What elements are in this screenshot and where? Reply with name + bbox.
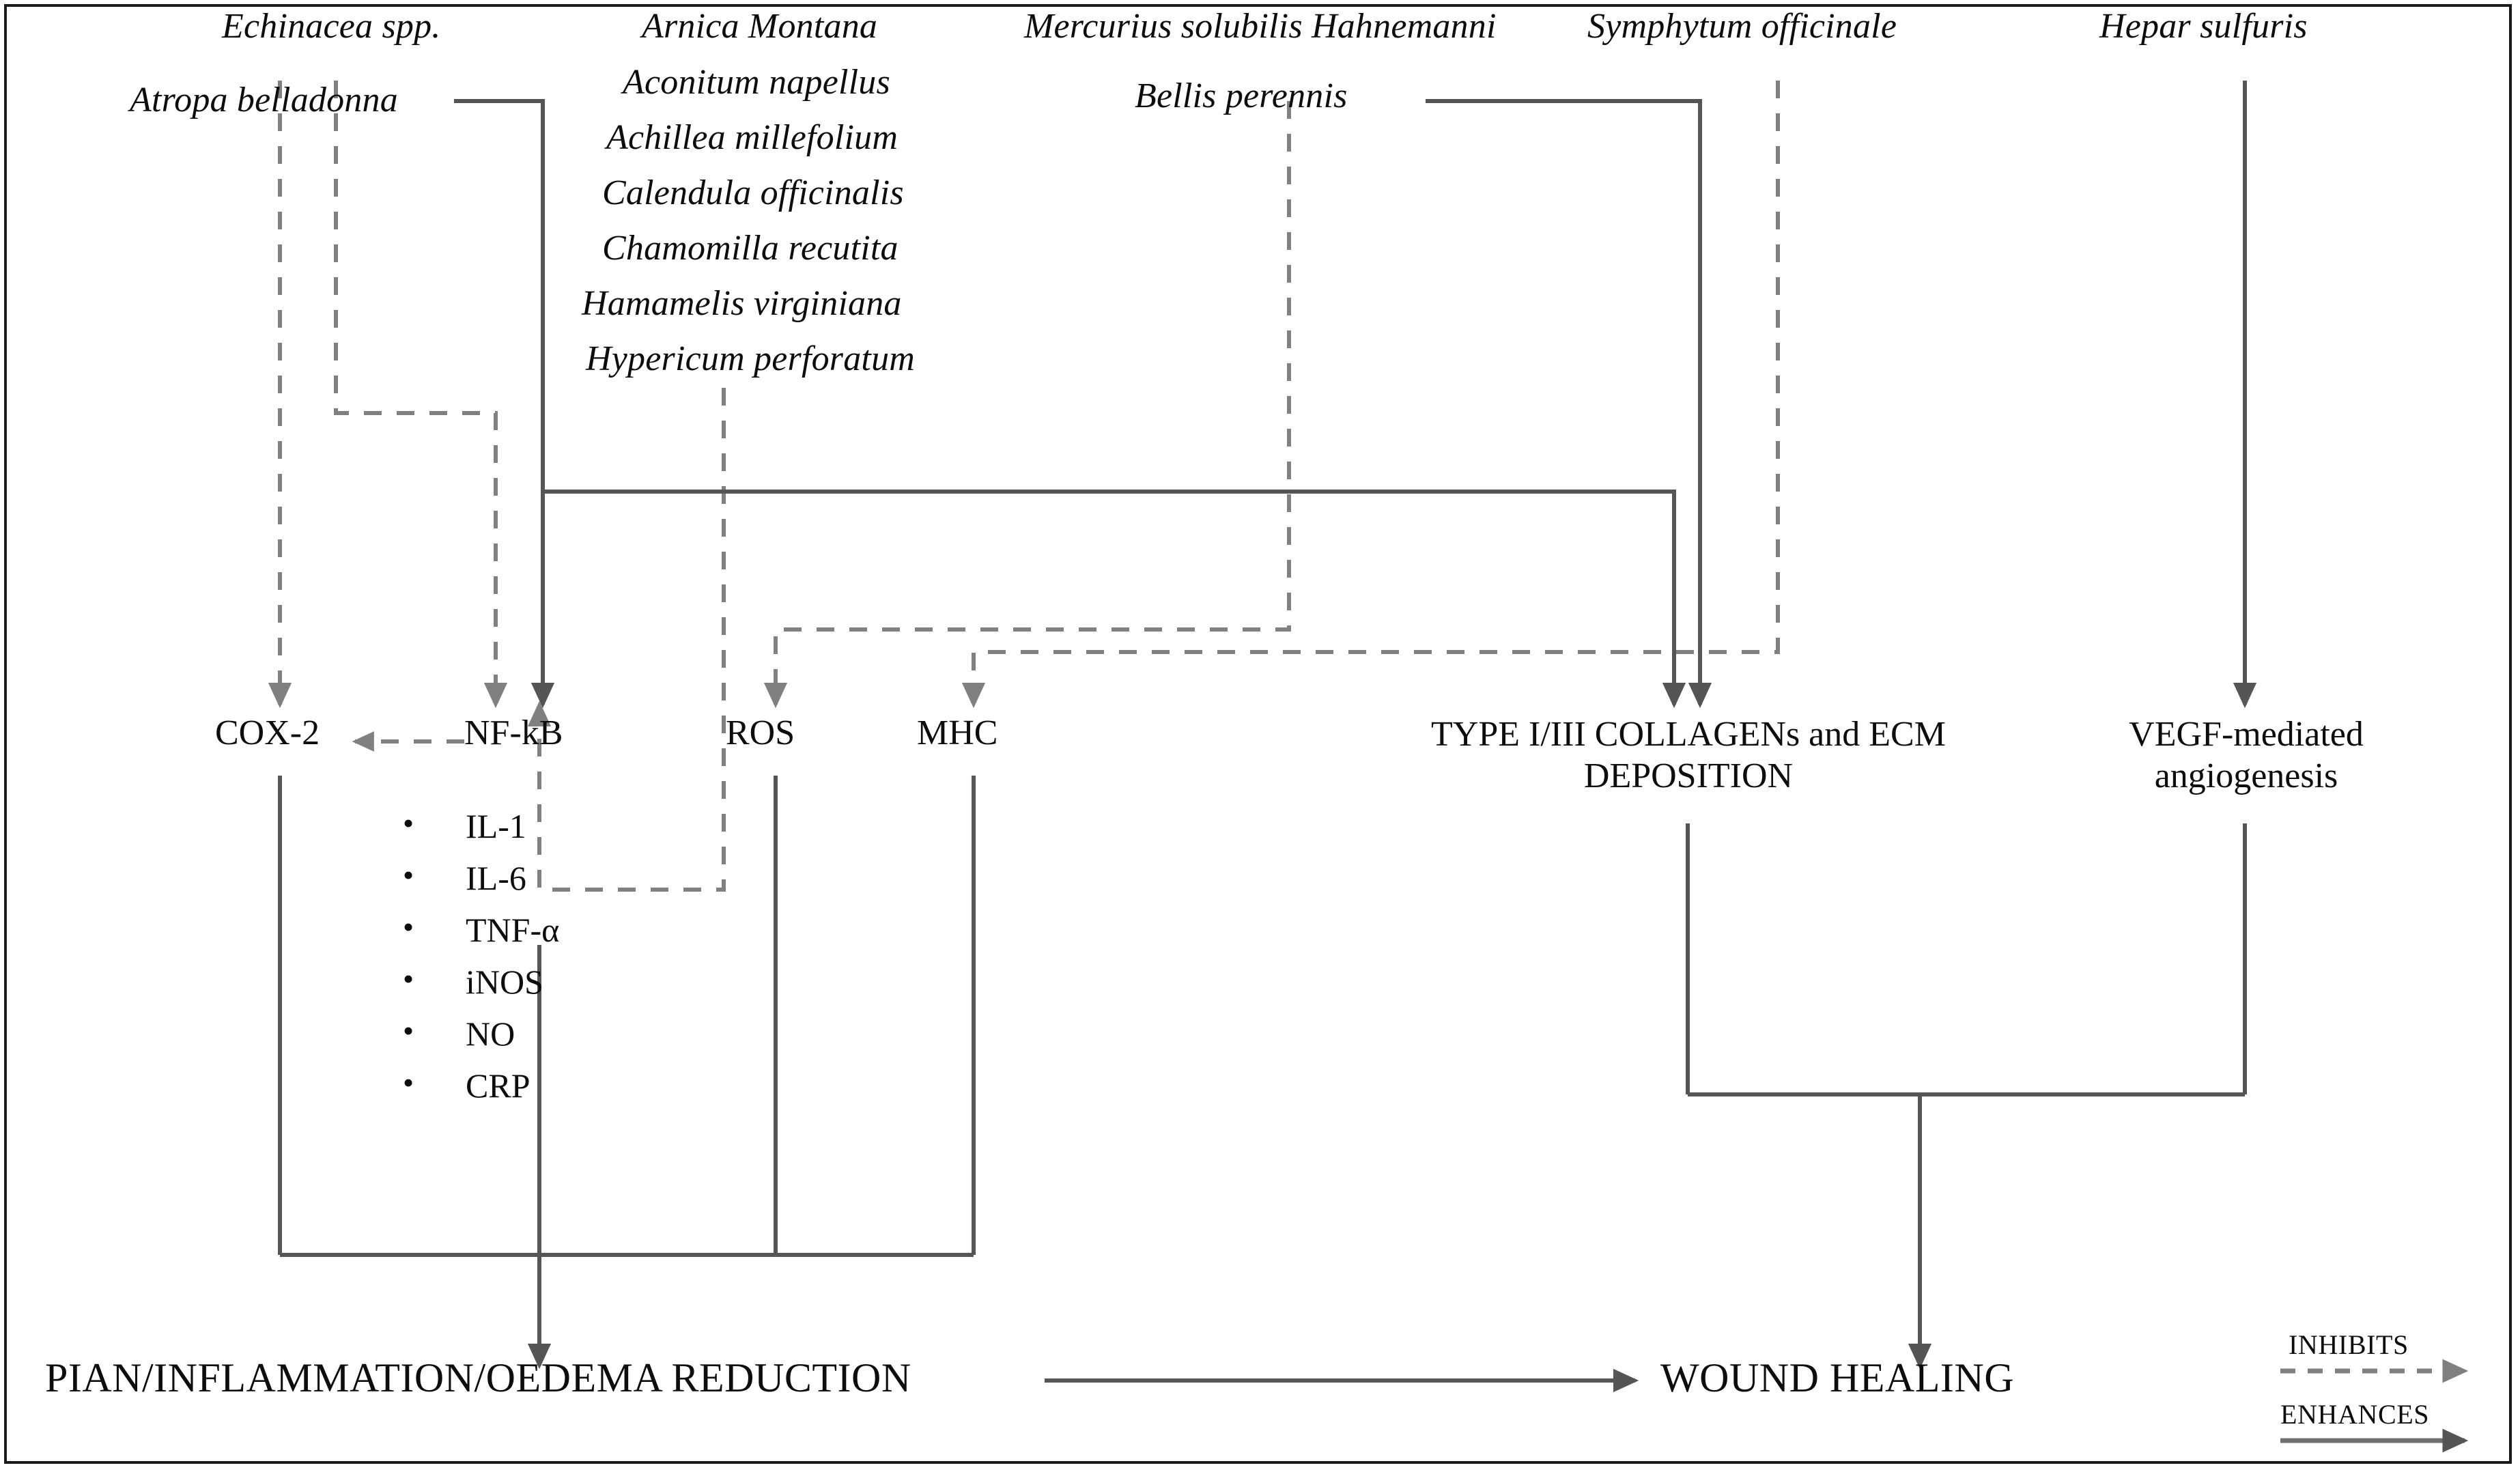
remedy-mercurius-solubilis: Mercurius solubilis Hahnemanni	[1024, 7, 1497, 46]
node-collagen-line2: DEPOSITION	[1583, 756, 1794, 796]
mediator-label: NO	[466, 1015, 515, 1053]
remedy-bellis-perennis: Bellis perennis	[1135, 76, 1348, 115]
outcome-pain-reduction: PIAN/INFLAMMATION/OEDEMA REDUCTION	[45, 1355, 911, 1400]
list-item-inos: • iNOS	[403, 961, 559, 1001]
remedy-hamamelis-virginiana: Hamamelis virginiana	[582, 284, 902, 323]
node-collagen-line1: TYPE I/III COLLAGENs and ECM	[1431, 715, 1946, 754]
bullet-icon: •	[403, 1013, 414, 1048]
mediator-label: CRP	[466, 1066, 530, 1105]
list-item-il6: • IL-6	[403, 858, 559, 897]
legend-label-enhances: ENHANCES	[2280, 1399, 2430, 1430]
bullet-icon: •	[403, 1065, 414, 1100]
mediator-label: iNOS	[466, 963, 543, 1001]
remedy-atropa-belladonna: Atropa belladonna	[130, 81, 398, 119]
mediator-label: IL-1	[466, 807, 526, 845]
remedy-aconitum-napellus: Aconitum napellus	[623, 63, 890, 102]
node-collagen-ecm: TYPE I/III COLLAGENs and ECM DEPOSITION	[1378, 713, 1999, 797]
remedy-hepar-sulfuris: Hepar sulfuris	[2099, 7, 2308, 46]
remedy-arnica-montana: Arnica Montana	[642, 7, 878, 46]
node-vegf-line2: angiogenesis	[2154, 756, 2338, 796]
diagram-border	[4, 4, 2512, 1464]
bullet-icon: •	[403, 961, 414, 996]
mediator-label: IL-6	[466, 859, 526, 897]
node-vegf-angiogenesis: VEGF-mediated angiogenesis	[2028, 713, 2465, 797]
legend-label-inhibits: INHIBITS	[2289, 1329, 2409, 1360]
mediator-label: TNF-α	[466, 911, 560, 949]
node-cox2: COX-2	[215, 713, 320, 752]
mediator-list: • IL-1 • IL-6 • TNF-α • iNOS • NO • CRP	[403, 806, 560, 1120]
remedy-symphytum-officinale: Symphytum officinale	[1587, 7, 1897, 46]
remedy-echinacea: Echinacea spp.	[222, 7, 441, 46]
remedy-chamomilla-recutita: Chamomilla recutita	[602, 229, 898, 268]
node-mhc: MHC	[917, 713, 998, 752]
node-nfkb: NF-kB	[464, 713, 563, 752]
list-item-il1: • IL-1	[403, 806, 559, 845]
node-ros: ROS	[726, 713, 795, 752]
bullet-icon: •	[403, 858, 414, 892]
bullet-icon: •	[403, 909, 414, 944]
list-item-crp: • CRP	[403, 1065, 559, 1105]
outcome-wound-healing: WOUND HEALING	[1660, 1355, 2015, 1400]
remedy-hypericum-perforatum: Hypericum perforatum	[586, 339, 916, 378]
remedy-achillea-millefolium: Achillea millefolium	[606, 118, 898, 157]
node-vegf-line1: VEGF-mediated	[2129, 715, 2364, 754]
list-item-no: • NO	[403, 1013, 559, 1053]
remedy-calendula-officinalis: Calendula officinalis	[602, 173, 904, 212]
list-item-tnfa: • TNF-α	[403, 909, 560, 949]
bullet-icon: •	[403, 806, 414, 840]
